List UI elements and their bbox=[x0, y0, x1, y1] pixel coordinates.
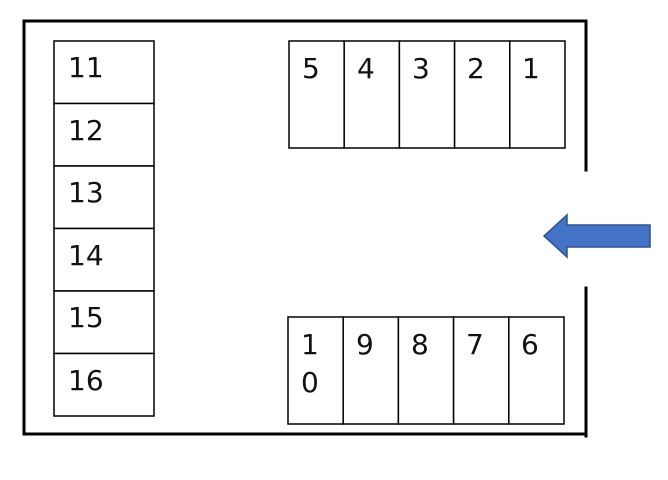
bottom-space-row: 1 0 9 8 7 6 bbox=[287, 316, 565, 425]
parking-space-7[interactable]: 7 bbox=[452, 316, 510, 425]
space-number: 14 bbox=[68, 239, 104, 272]
parking-space-11[interactable]: 11 bbox=[53, 40, 155, 105]
space-number: 3 bbox=[412, 52, 430, 85]
space-number: 13 bbox=[68, 176, 104, 209]
parking-space-14[interactable]: 14 bbox=[53, 227, 155, 292]
space-number: 12 bbox=[68, 114, 104, 147]
space-number: 16 bbox=[68, 364, 104, 397]
space-number: 6 bbox=[521, 328, 539, 361]
lot-boundary bbox=[22, 19, 588, 438]
parking-space-3[interactable]: 3 bbox=[398, 40, 456, 149]
parking-space-6[interactable]: 6 bbox=[508, 316, 565, 425]
parking-space-1[interactable]: 1 bbox=[509, 40, 566, 149]
space-number: 1 bbox=[522, 52, 540, 85]
top-space-row: 5 4 3 2 1 bbox=[288, 40, 566, 149]
parking-space-12[interactable]: 12 bbox=[53, 102, 155, 167]
parking-space-8[interactable]: 8 bbox=[397, 316, 455, 425]
space-number: 15 bbox=[68, 301, 104, 334]
parking-space-5[interactable]: 5 bbox=[288, 40, 345, 149]
parking-space-4[interactable]: 4 bbox=[343, 40, 401, 149]
entrance-arrow-icon bbox=[542, 213, 651, 259]
space-number: 4 bbox=[357, 52, 375, 85]
space-number-line-2: 0 bbox=[301, 366, 319, 399]
space-number: 2 bbox=[467, 52, 485, 85]
space-number: 9 bbox=[356, 328, 374, 361]
space-number: 11 bbox=[68, 51, 104, 84]
parking-space-2[interactable]: 2 bbox=[453, 40, 511, 149]
parking-space-9[interactable]: 9 bbox=[342, 316, 400, 425]
parking-space-16[interactable]: 16 bbox=[53, 352, 155, 417]
parking-space-10[interactable]: 1 0 bbox=[287, 316, 344, 425]
parking-space-13[interactable]: 13 bbox=[53, 165, 155, 230]
space-number: 7 bbox=[466, 328, 484, 361]
left-space-column: 11 12 13 14 15 16 bbox=[53, 40, 155, 417]
space-number: 5 bbox=[302, 52, 320, 85]
parking-space-15[interactable]: 15 bbox=[53, 290, 155, 355]
space-number: 8 bbox=[411, 328, 429, 361]
space-number-line-1: 1 bbox=[301, 328, 319, 361]
